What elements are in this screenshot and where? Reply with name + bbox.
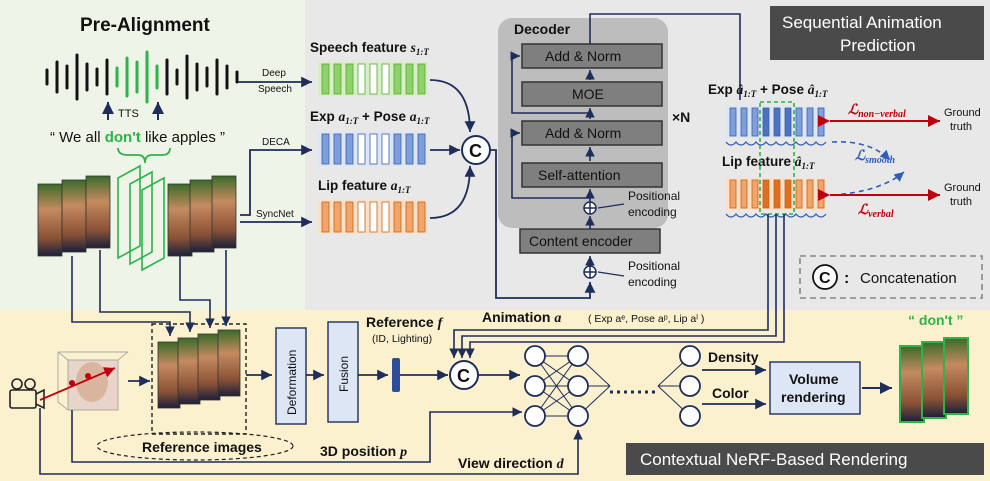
volume-label-1: Volume [789,371,839,387]
decoder-title: Decoder [514,21,571,37]
add-norm-top: Add & Norm [545,48,621,64]
density-label: Density [708,349,759,365]
sap-lip-label: Lip feature â1:T [722,154,815,171]
sap-lip-bars [726,178,826,210]
animation-detail: ( Exp aᵉ, Pose aᵖ, Lip aˡ ) [588,313,704,325]
lip-feature-bars [318,200,428,234]
position-label: 3D position p [320,443,407,460]
reference-feature-bar [392,358,400,392]
deformation-box [275,327,307,425]
video-frames-right [167,175,237,257]
lip-feature-label: Lip feature a1:T [318,178,411,195]
concat-legend-box [799,255,983,299]
sap-title-1: Sequential Animation [782,13,942,32]
reference-images-label: Reference images [142,439,262,455]
content-encoder-label: Content encoder [529,233,633,249]
deformation-label: Deformation [285,350,299,415]
video-frames-left [37,175,111,257]
legend-concat-symbol: C [819,270,831,287]
sap-exp-bars [726,106,826,138]
content-encoder-box [519,228,661,254]
syncnet-label: SyncNet [256,209,294,220]
render-title-box [626,443,984,475]
brace [117,147,171,164]
fusion-label: Fusion [337,356,351,392]
repeat-label: ×N [672,109,690,125]
reference-label: Reference f [366,314,444,331]
moe-block: MOE [572,86,604,102]
volume-rendering-box [769,361,861,415]
quote-text: “ We all don't like apples ” [50,129,225,146]
gt-label-2b: truth [950,196,972,208]
exp-pose-feature-bars [318,132,428,166]
mlp-nodes [524,345,701,427]
view-direction-label: View direction d [458,455,565,472]
deep-speech-label: Deep [262,68,286,79]
sap-title-2: Prediction [840,36,916,55]
fusion-box [327,321,359,423]
decoder-blocks [521,43,663,188]
concat-node-top-label: C [469,141,482,161]
waveform [45,50,239,104]
self-attention-block: Self-attention [538,167,621,183]
speech-feature-bars [318,62,428,96]
window-highlight [759,101,795,215]
render-title: Contextual NeRF-Based Rendering [640,450,907,469]
pos-enc-label-1b: encoding [628,205,677,219]
prealign-title: Pre-Alignment [80,15,211,36]
exp-pose-label: Exp a1:T + Pose a1:T [310,109,430,126]
deep-speech-label-2: Speech [258,84,292,95]
pos-enc-label-1: Positional [628,189,680,203]
pos-enc-label-2: Positional [628,259,680,273]
volume-label-2: rendering [781,389,846,405]
deca-label: DECA [262,137,290,148]
legend-colon: : [844,270,849,287]
sap-exp-pose-label: Exp â1:T + Pose â1:T [708,82,828,99]
sap-title-box [770,6,984,60]
add-norm-bottom: Add & Norm [545,125,621,141]
pos-enc-label-2b: encoding [628,275,677,289]
color-label: Color [712,385,749,401]
output-word: “ don't ” [908,312,963,328]
legend-concat-label: Concatenation [860,270,957,287]
gt-label-1b: truth [950,121,972,133]
speech-feature-label: Speech feature s1:T [310,40,429,57]
output-frames [899,337,969,423]
animation-label: Animation a [482,309,561,326]
gt-label-1a: Ground [944,107,981,119]
aligned-frames [117,164,165,272]
concat-node-bottom-label: C [457,366,470,386]
reference-frames [157,329,241,409]
tts-label: TTS [118,108,139,120]
reference-images-box [151,323,247,435]
reference-sub: (ID, Lighting) [372,333,432,345]
head-cube [57,351,129,411]
gt-label-2a: Ground [944,182,981,194]
